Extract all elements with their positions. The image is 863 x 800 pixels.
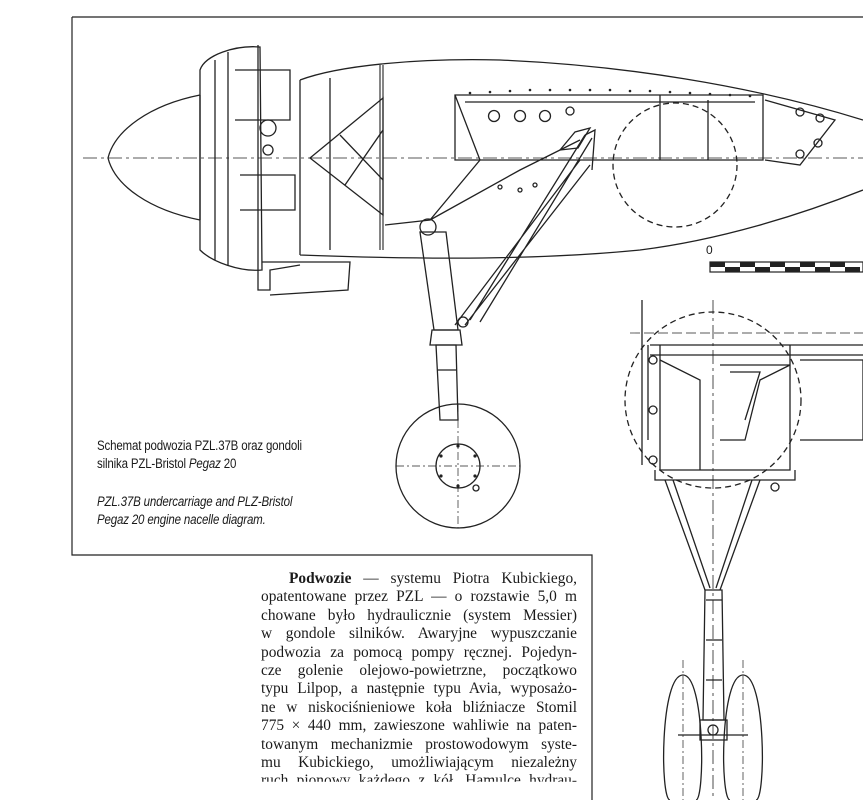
body-line: podwozia za pomocą pompy ręcznej. Pojedy… bbox=[261, 643, 577, 661]
scale-bar bbox=[709, 261, 863, 273]
twin-wheel-left bbox=[662, 674, 703, 800]
body-paragraph: Podwozie — systemu Piotra Kubickiego, op… bbox=[261, 570, 577, 791]
twin-wheel-right bbox=[722, 674, 764, 800]
body-lead-term: Podwozie bbox=[289, 570, 352, 587]
retracted-wheel-outline bbox=[612, 102, 738, 228]
body-line: 775 × 440 mm, zawieszone wahliwie na pat… bbox=[261, 717, 577, 735]
undercarriage-leg bbox=[419, 231, 459, 331]
retraction-jack bbox=[454, 134, 593, 326]
body-line: opatentowane przez PZL — o rozstawie 5,0… bbox=[261, 588, 577, 606]
body-line: w gondole silników. Awaryjne wypuszczani… bbox=[261, 625, 577, 643]
caption-polish-line2: silnika PZL-Bristol Pegaz 20 bbox=[97, 456, 237, 471]
body-line: cze golenie olejowo-powietrzne, początko… bbox=[261, 661, 577, 679]
body-line: Podwozie — systemu Piotra Kubickiego, bbox=[289, 570, 577, 587]
nacelle-body bbox=[299, 59, 863, 259]
propeller-spinner bbox=[107, 94, 201, 221]
scale-zero-label: 0 bbox=[706, 243, 713, 257]
caption-polish-engine-name: Pegaz bbox=[188, 456, 221, 471]
body-line: typu Lilpop, a następnie typu Avia, wypo… bbox=[261, 680, 577, 698]
body-line: chowane było hydraulicznie (system Messi… bbox=[261, 606, 577, 624]
side-view-nacelle bbox=[83, 45, 863, 529]
caption-english: PZL.37B undercarriage and PLZ-Bristol Pe… bbox=[97, 493, 292, 529]
front-view-undercarriage bbox=[624, 300, 863, 800]
body-line: ruch pionowy każdego z kół. Hamulce hydr… bbox=[261, 772, 577, 790]
caption-english-line2: Pegaz 20 engine nacelle diagram. bbox=[97, 512, 266, 527]
body-line: towanym mechanizmie prostowodowym syste- bbox=[261, 735, 577, 753]
body-line: ne w niskociśnieniowe koła bliźniacze St… bbox=[261, 698, 577, 716]
caption-english-line1: PZL.37B undercarriage and PLZ-Bristol bbox=[97, 494, 293, 509]
body-line: mu Kubickiego, umożliwiającym niezależny bbox=[261, 753, 577, 771]
caption-polish-line1: Schemat podwozia PZL.37B oraz gondoli bbox=[97, 438, 302, 453]
caption-polish: Schemat podwozia PZL.37B oraz gondoli si… bbox=[97, 437, 302, 473]
figure-frame bbox=[71, 16, 863, 800]
